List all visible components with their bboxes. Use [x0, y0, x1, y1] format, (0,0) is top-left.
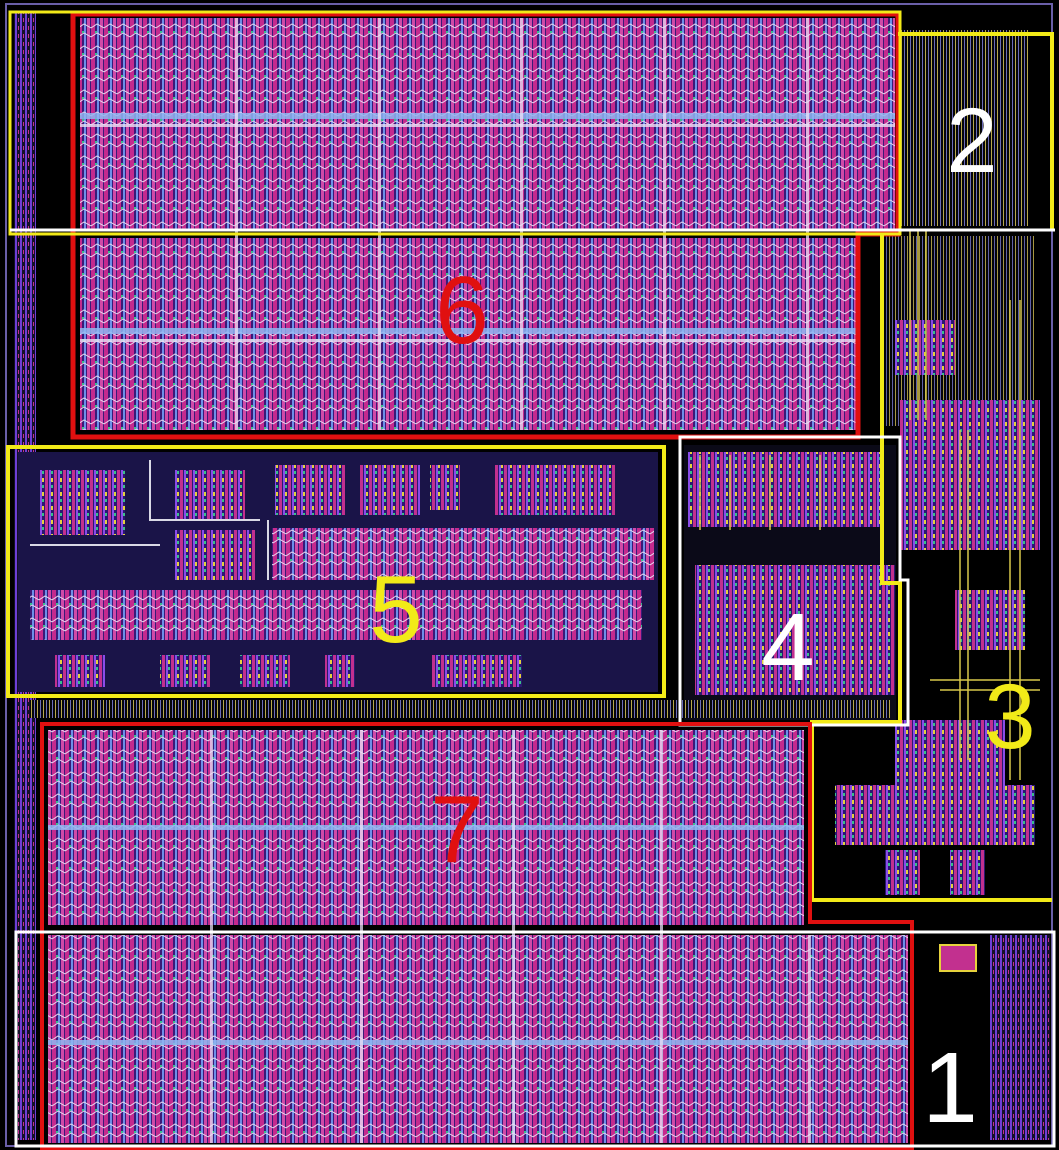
region-2-outline: [8, 10, 902, 236]
region-label-5: 5: [369, 556, 422, 663]
region-label-7: 7: [430, 776, 483, 883]
region-1-outline: [14, 930, 1056, 1148]
region-2-outline-right: [898, 32, 1054, 230]
region-7-outline: [40, 722, 914, 1150]
analog-block: [18, 452, 658, 692]
region-label-1: 1: [922, 1032, 978, 1144]
capacitor-array-top: [80, 18, 895, 430]
region-labels: 2 6 5 4 3 7 1: [369, 90, 1035, 1144]
region-label-3: 3: [984, 666, 1035, 768]
region-label-6: 6: [435, 257, 488, 364]
horizontal-bus: [30, 700, 890, 718]
capacitor-array-bottom: [48, 730, 908, 1143]
right-routing-channel: [835, 30, 1050, 1140]
region-label-2: 2: [946, 90, 997, 192]
control-logic-block: [684, 445, 896, 720]
region-outlines: [6, 10, 1056, 1150]
region-5-outline: [6, 445, 666, 698]
region-label-4: 4: [761, 594, 814, 701]
